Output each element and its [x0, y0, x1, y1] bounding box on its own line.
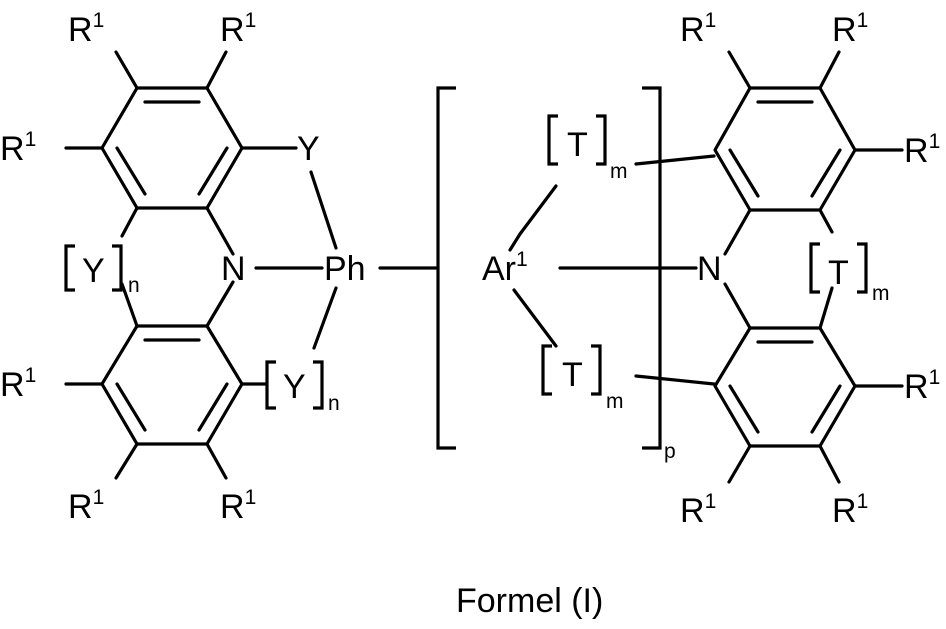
- center-labels: Ar1 T m T m: [482, 116, 628, 413]
- index-p: p: [664, 440, 676, 463]
- r1-label-right-top-1: R1: [680, 9, 716, 49]
- bracket-y-lower-open: [267, 362, 276, 408]
- ar1-group-label: Ar1: [482, 248, 528, 288]
- r1-label-right-top-2: R1: [832, 9, 868, 49]
- r1-label-left-bottom-1: R1: [68, 486, 104, 526]
- index-m-right: m: [872, 282, 890, 305]
- bracket-t-lower-close: [591, 346, 600, 394]
- center-repeat-bracket: p: [438, 88, 676, 463]
- r1-label-right-mid-lower: R1: [904, 366, 940, 406]
- index-m-upper: m: [610, 160, 628, 183]
- right-lower-benzene-ring: [715, 328, 855, 446]
- bracket-y-left-close: [112, 246, 121, 290]
- r1-label-left-mid-upper: R1: [0, 128, 36, 168]
- bracket-t-right-open: [811, 244, 820, 292]
- r1-label-left-top-2: R1: [220, 9, 256, 49]
- index-n-left: n: [128, 274, 140, 297]
- r1-label-left-top-1: R1: [68, 9, 104, 49]
- y-atom-label-upper: Y: [297, 130, 320, 168]
- r1-label-left-bottom-2: R1: [220, 486, 256, 526]
- r1-label-left-mid-lower: R1: [0, 364, 36, 404]
- r1-label-right-mid-upper: R1: [904, 130, 940, 170]
- right-substituent-bonds: [725, 52, 902, 482]
- r1-label-right-bottom-2: R1: [832, 490, 868, 530]
- formula-caption: Formel (I): [456, 582, 603, 620]
- index-m-lower: m: [606, 390, 624, 413]
- t-atom-label-right: T: [828, 254, 849, 292]
- bracket-y-left-open: [66, 246, 75, 290]
- index-n-lower: n: [328, 392, 340, 415]
- y-atom-label-bracket-left: Y: [82, 252, 105, 290]
- t-atom-label-lower: T: [562, 356, 583, 394]
- right-upper-benzene-ring: [715, 88, 855, 210]
- left-upper-benzene-ring: [102, 88, 242, 208]
- t-atom-label-upper: T: [567, 126, 588, 164]
- center-bonds: [510, 156, 714, 384]
- n-atom-label-left: N: [221, 250, 246, 288]
- left-lower-benzene-ring: [102, 326, 242, 444]
- bracket-y-lower-close: [313, 362, 322, 408]
- bracket-t-right-close: [857, 244, 866, 292]
- ph-group-label: Ph: [324, 250, 366, 288]
- r1-label-right-bottom-1: R1: [680, 490, 716, 530]
- y-atom-label-bracket-lower: Y: [283, 368, 306, 406]
- n-atom-label-right: N: [697, 250, 722, 288]
- bracket-t-upper-open: [549, 116, 558, 164]
- bracket-t-lower-open: [543, 346, 552, 394]
- bracket-t-upper-close: [596, 116, 605, 164]
